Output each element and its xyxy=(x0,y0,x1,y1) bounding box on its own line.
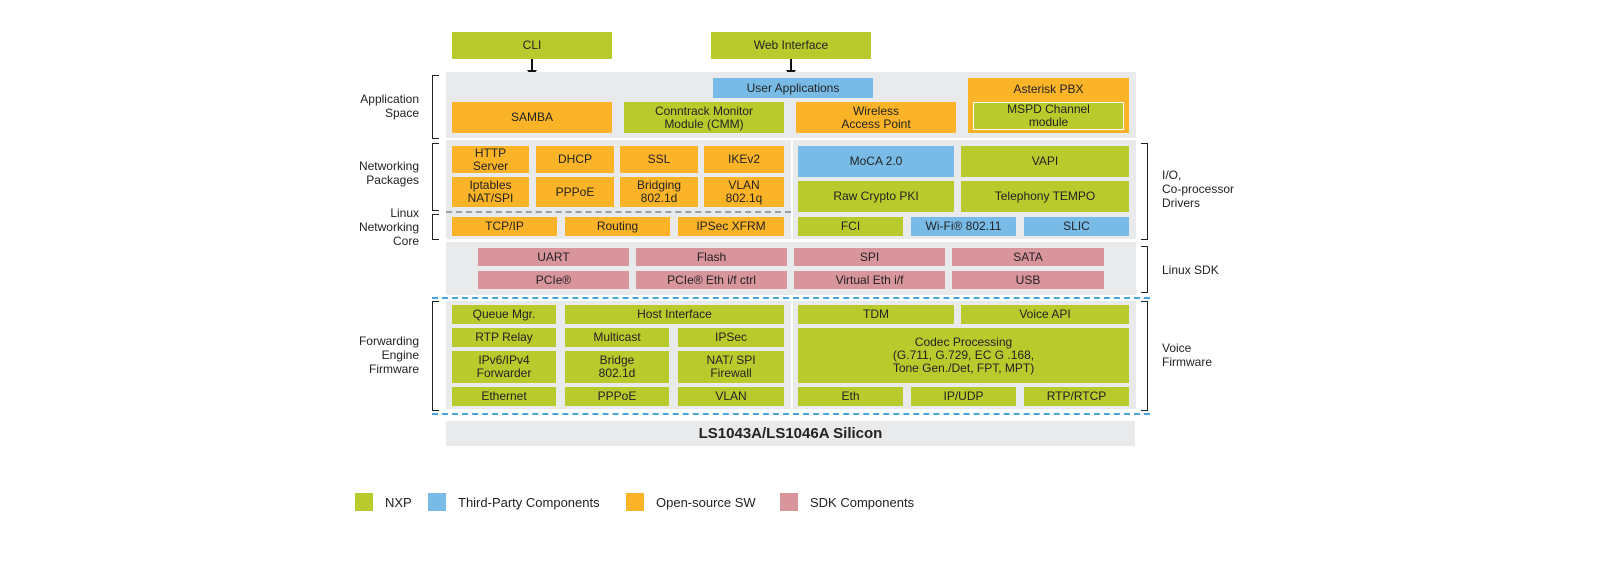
rtp-rtcp-box: RTP/RTCP xyxy=(1024,387,1129,406)
ethernet-box: Ethernet xyxy=(452,387,556,406)
legend-sdk-swatch xyxy=(780,493,798,511)
sata-box: SATA xyxy=(952,248,1104,266)
cmm-box: Conntrack Monitor Module (CMM) xyxy=(624,102,784,133)
virtual-eth-box: Virtual Eth i/f xyxy=(794,271,945,289)
networking-packages-label: Networking Packages xyxy=(358,159,419,187)
legend-open-source-label: Open-source SW xyxy=(656,494,756,510)
telephony-tempo-box: Telephony TEMPO xyxy=(961,181,1129,212)
voice-eth-box: Eth xyxy=(798,387,903,406)
user-applications-box: User Applications xyxy=(713,78,873,98)
fwd-pppoe-box: PPPoE xyxy=(565,387,669,406)
legend-sdk: SDK Components xyxy=(780,493,914,511)
linux-sdk-label: Linux SDK xyxy=(1162,263,1219,277)
voice-api-box: Voice API xyxy=(961,305,1129,324)
tcpip-box: TCP/IP xyxy=(452,217,557,236)
host-interface-box: Host Interface xyxy=(565,305,784,324)
multicast-box: Multicast xyxy=(565,328,669,347)
ipsec-xfrm-box: IPSec XFRM xyxy=(678,217,784,236)
linux-networking-core-bracket xyxy=(432,214,439,240)
samba-box: SAMBA xyxy=(452,102,612,133)
ipv6-ipv4-forwarder-box: IPv6/IPv4 Forwarder xyxy=(452,351,556,383)
legend-third-party-swatch xyxy=(428,493,446,511)
bridging-box: Bridging 802.1d xyxy=(620,177,698,207)
voice-firmware-bracket xyxy=(1141,301,1148,411)
rtp-relay-box: RTP Relay xyxy=(452,328,556,347)
bridge-box: Bridge 802.1d xyxy=(565,351,669,383)
pppoe-box: PPPoE xyxy=(536,177,614,207)
linux-sdk-bracket xyxy=(1141,246,1148,293)
legend-nxp-swatch xyxy=(355,493,373,511)
flash-box: Flash xyxy=(636,248,787,266)
legend-sdk-label: SDK Components xyxy=(810,494,915,510)
legend-open-source-swatch xyxy=(626,493,644,511)
http-server-box: HTTP Server xyxy=(452,146,529,173)
vlan-8021q-box: VLAN 802.1q xyxy=(704,177,784,207)
pcie-box: PCIe® xyxy=(478,271,629,289)
application-space-label: Application Space xyxy=(360,92,419,120)
routing-box: Routing xyxy=(565,217,670,236)
wireless-ap-box: Wireless Access Point xyxy=(796,102,956,133)
application-space-bracket xyxy=(432,75,439,139)
linux-networking-core-label: Linux Networking Core xyxy=(358,206,419,248)
dhcp-box: DHCP xyxy=(536,146,614,173)
uart-box: UART xyxy=(478,248,629,266)
sdk-firmware-divider xyxy=(432,297,1150,299)
legend-third-party: Third-Party Components xyxy=(428,493,600,511)
cli-arrow xyxy=(531,59,533,71)
ssl-box: SSL xyxy=(620,146,698,173)
firmware-silicon-divider xyxy=(432,413,1150,415)
nat-spi-firewall-box: NAT/ SPI Firewall xyxy=(678,351,784,383)
raw-crypto-pki-box: Raw Crypto PKI xyxy=(798,181,954,212)
web-arrow xyxy=(790,59,792,71)
networking-divider xyxy=(446,211,791,213)
web-interface-box: Web Interface xyxy=(711,32,871,59)
fwd-ipsec-box: IPSec xyxy=(678,328,784,347)
asterisk-pbx-label: Asterisk PBX xyxy=(1013,82,1084,96)
pcie-eth-box: PCIe® Eth i/f ctrl xyxy=(636,271,787,289)
legend-third-party-label: Third-Party Components xyxy=(458,494,600,510)
legend-open-source: Open-source SW xyxy=(626,493,756,511)
io-drivers-label: I/O, Co-processor Drivers xyxy=(1162,168,1235,210)
wifi-box: Wi-Fi® 802.11 xyxy=(911,217,1016,236)
vapi-box: VAPI xyxy=(961,146,1129,177)
forwarding-engine-bracket xyxy=(432,301,439,411)
codec-processing-box: Codec Processing (G.711, G.729, EC G .16… xyxy=(798,328,1129,383)
forwarding-engine-label: Forwarding Engine Firmware xyxy=(358,334,419,376)
legend-nxp: NXP xyxy=(355,493,412,511)
networking-packages-bracket xyxy=(432,143,439,211)
usb-box: USB xyxy=(952,271,1104,289)
slic-box: SLIC xyxy=(1024,217,1129,236)
silicon-bar: LS1043A/LS1046A Silicon xyxy=(446,421,1135,446)
fci-box: FCI xyxy=(798,217,903,236)
spi-box: SPI xyxy=(794,248,945,266)
ikev2-box: IKEv2 xyxy=(704,146,784,173)
voice-firmware-label: Voice Firmware xyxy=(1162,341,1212,369)
queue-mgr-box: Queue Mgr. xyxy=(452,305,556,324)
tdm-box: TDM xyxy=(798,305,954,324)
iptables-box: Iptables NAT/SPI xyxy=(452,177,529,207)
cli-box: CLI xyxy=(452,32,612,59)
moca-box: MoCA 2.0 xyxy=(798,146,954,177)
mspd-channel-module-box: MSPD Channel module xyxy=(973,102,1124,130)
legend-nxp-label: NXP xyxy=(385,494,412,510)
ip-udp-box: IP/UDP xyxy=(911,387,1016,406)
io-drivers-bracket xyxy=(1141,143,1148,240)
fwd-vlan-box: VLAN xyxy=(678,387,784,406)
